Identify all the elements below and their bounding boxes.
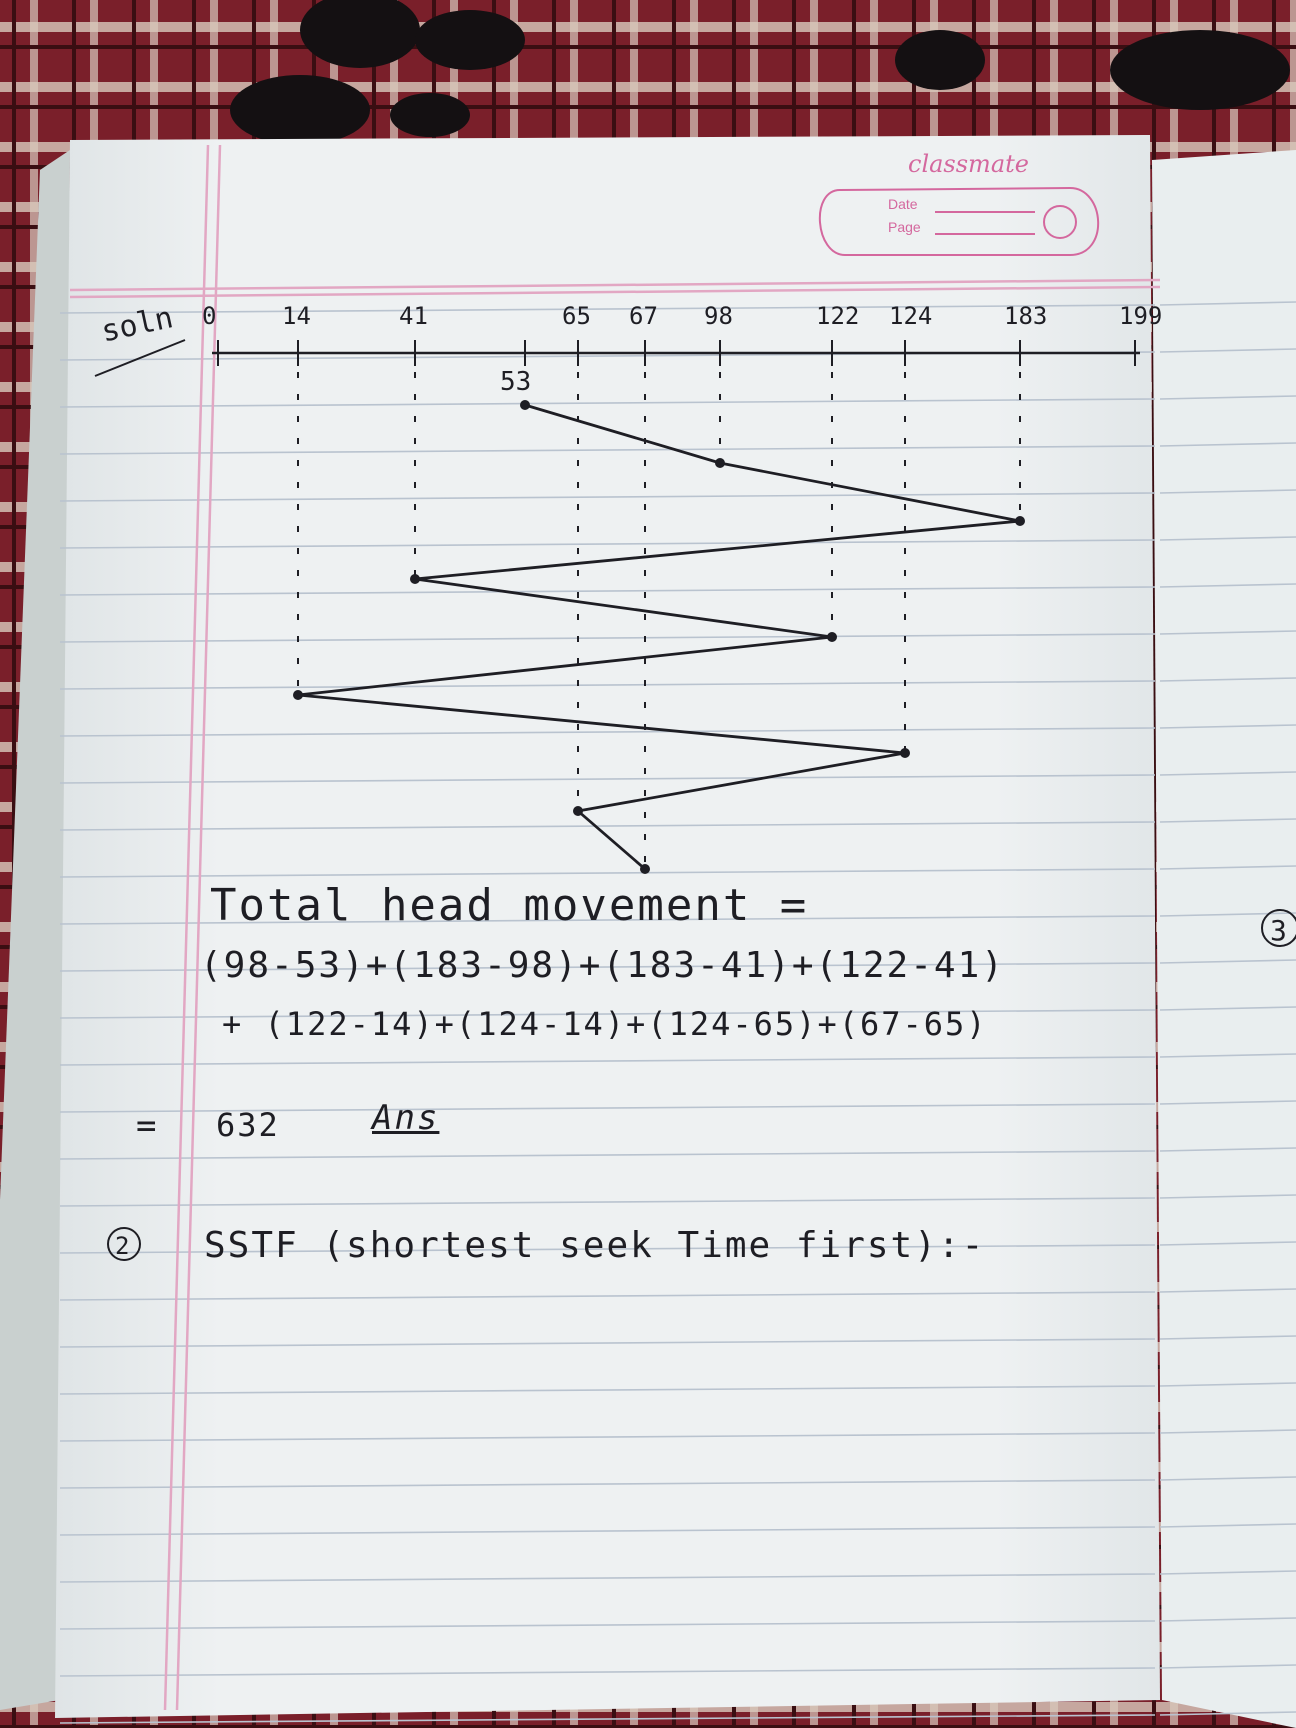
head-position-dot (573, 806, 583, 816)
head-position-dot (715, 458, 725, 468)
head-position-dot (293, 690, 303, 700)
side-number-circle (1261, 909, 1296, 947)
axis-tick-label: 65 (562, 302, 591, 330)
axis-ticks: 0 14 41 65 67 98 122 124 183 199 (202, 302, 1162, 366)
ruled-lines (59, 301, 1296, 1724)
section-heading: SSTF (shortest seek Time first):- (204, 1225, 986, 1266)
axis-tick-label: 122 (816, 302, 859, 330)
solution-line-1: (98-53)+(183-98)+(183-41)+(122-41) (200, 945, 1005, 986)
notebook-page (55, 135, 1160, 1718)
head-path (293, 400, 1025, 874)
axis-tick-label: 199 (1119, 302, 1162, 330)
head-position-dot (900, 748, 910, 758)
solution-title: Total head movement = (210, 880, 809, 931)
margin-underline (94, 339, 186, 377)
axis-tick-label: 124 (889, 302, 932, 330)
axis-tick-label: 67 (629, 302, 658, 330)
axis-tick-label: 183 (1004, 302, 1047, 330)
page-edges (0, 150, 70, 1710)
axis-tick-label: 41 (399, 302, 428, 330)
track-guides (297, 372, 1021, 869)
page-label: Page (888, 219, 921, 235)
axis-tick-label: 14 (282, 302, 311, 330)
flower-pattern (230, 0, 1290, 145)
date-label: Date (888, 196, 918, 212)
brand-box (819, 186, 1100, 256)
right-page (1152, 150, 1296, 1728)
axis-tick-label: 0 (202, 302, 216, 330)
head-position-dot (827, 632, 837, 642)
margin-lines (69, 144, 1161, 1711)
solution-line-2: + (122-14)+(124-14)+(124-65)+(67-65) (222, 1005, 988, 1043)
section-number: 2 (115, 1232, 129, 1260)
head-position-dot (1015, 516, 1025, 526)
brand-logo: classmate (908, 150, 1029, 178)
answer-label: Ans (372, 1098, 440, 1138)
head-position-dot (520, 400, 530, 410)
result-value: 632 (216, 1106, 280, 1144)
head-position-dot (410, 574, 420, 584)
side-page-number: 3 (1270, 914, 1287, 947)
equals-sign: = (136, 1106, 159, 1146)
start-label: 53 (500, 367, 531, 397)
section-number-circle (107, 1227, 141, 1261)
head-position-dot (640, 864, 650, 874)
axis-tick-label: 98 (704, 302, 733, 330)
